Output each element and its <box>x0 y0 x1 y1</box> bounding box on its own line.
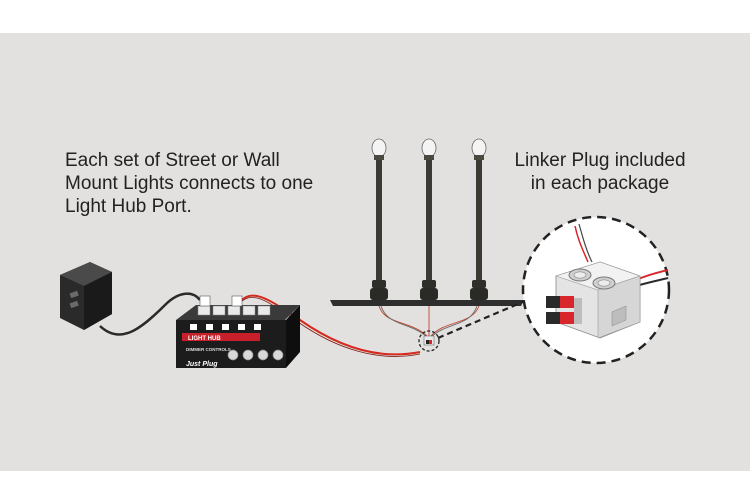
hub-brand-label: Just Plug <box>186 361 218 368</box>
linker-plug-small <box>418 330 440 352</box>
power-adapter <box>60 262 112 330</box>
zoom-connector-line <box>437 296 533 340</box>
hub-title-label: LIGHT HUB <box>188 336 221 342</box>
lamp-post-center <box>420 138 438 300</box>
hub-dimmer-label: DIMMER CONTROLS <box>186 347 231 352</box>
linker-plug-caption: Linker Plug included in each package <box>480 149 720 195</box>
linker-plug-magnified <box>521 215 671 365</box>
lamp-post-right <box>470 138 488 300</box>
lamp-post-left <box>370 138 388 300</box>
caption-line: Linker Plug included <box>514 150 686 171</box>
lamp-wires <box>378 305 480 339</box>
caption-line: in each package <box>530 173 670 194</box>
hub-port-caption: Each set of Street or Wall Mount Lights … <box>65 149 365 218</box>
adapter-cable <box>99 292 201 336</box>
red-power-wire <box>237 294 421 356</box>
caption-line: Light Hub Port. <box>65 196 192 217</box>
lamp-base-platform <box>330 300 524 306</box>
light-hub: LIGHT HUB DIMMER CONTROLS Just Plug <box>176 295 300 368</box>
caption-line: Each set of Street or Wall <box>65 150 280 171</box>
caption-line: Mount Lights connects to one <box>65 173 314 194</box>
